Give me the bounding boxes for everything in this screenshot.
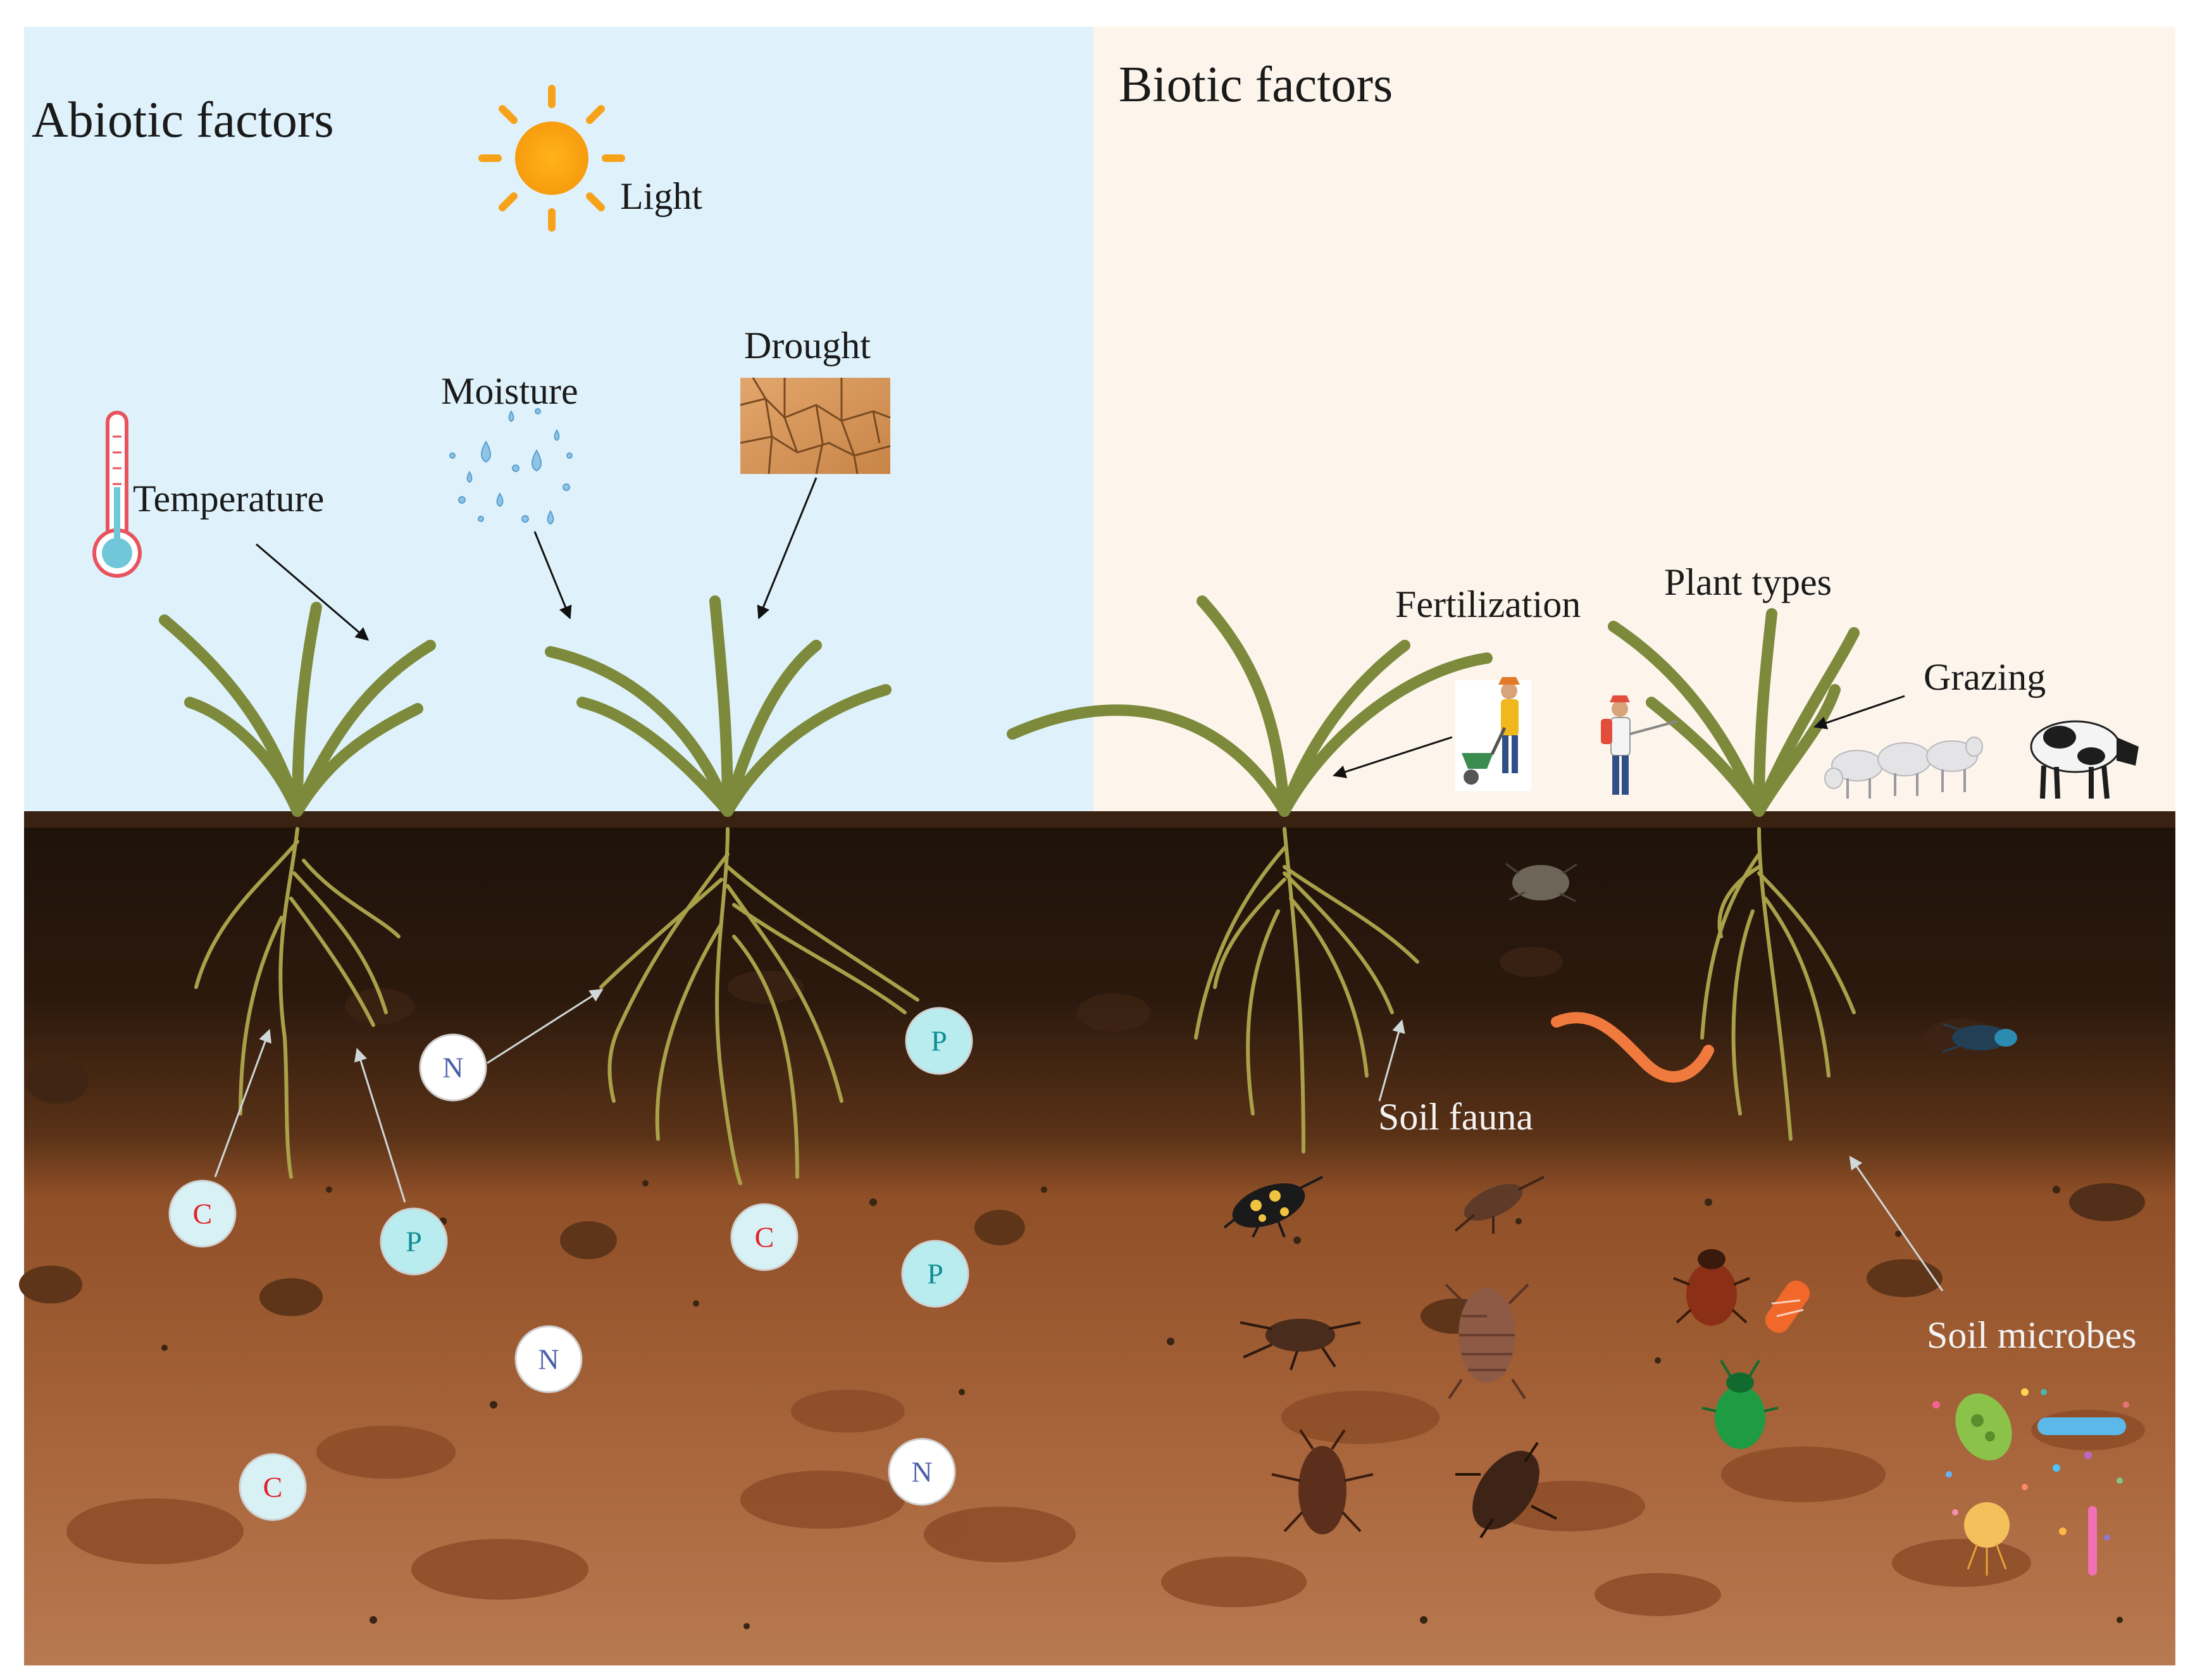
temperature-label: Temperature <box>133 478 324 520</box>
sprayer-person-icon <box>1601 695 1677 795</box>
orange-larva-icon <box>1765 1280 1810 1333</box>
soil-fauna-label: Soil fauna <box>1378 1096 1533 1138</box>
moisture-label: Moisture <box>441 370 578 412</box>
earthworm-icon <box>1551 1012 1714 1083</box>
nutrient-symbol: C <box>193 1198 213 1230</box>
spotted-beetle-icon <box>1223 1176 1323 1238</box>
red-beetle-icon <box>1673 1249 1750 1326</box>
soil-microbes-label: Soil microbes <box>1927 1314 2137 1356</box>
cricket-icon <box>1454 1176 1545 1234</box>
plant-1 <box>159 602 436 817</box>
nutrient-c: C <box>239 1453 307 1521</box>
plant-2 <box>545 595 892 817</box>
nutrient-p: P <box>380 1207 448 1276</box>
fertilization-label: Fertilization <box>1395 583 1581 625</box>
nutrient-n: N <box>514 1325 583 1393</box>
nutrients-layer: N P C P C P N C N <box>168 1007 973 1521</box>
nutrient-symbol: N <box>442 1052 463 1084</box>
nutrient-symbol: N <box>911 1456 932 1488</box>
nutrient-c: C <box>168 1179 237 1248</box>
nutrient-symbol: P <box>406 1226 422 1258</box>
nutrient-symbol: P <box>931 1025 947 1057</box>
arrows-below-ground <box>214 988 1944 1291</box>
grazing-label: Grazing <box>1924 656 2046 698</box>
arrows-above-ground <box>256 477 1905 778</box>
thermometer-icon <box>92 411 142 578</box>
biotic-title: Biotic factors <box>1119 57 1393 113</box>
drought-label: Drought <box>744 325 871 366</box>
soil-profile <box>19 811 2175 1665</box>
plant-types-label: Plant types <box>1664 561 1832 603</box>
plant-3 <box>1007 595 1493 817</box>
cockroach-icon-3 <box>1455 1441 1557 1539</box>
isopod-icon <box>1505 862 1577 902</box>
cockroach-icon-2 <box>1271 1429 1374 1534</box>
blue-beetle-icon <box>1942 1023 2017 1053</box>
nutrient-n: N <box>888 1438 956 1506</box>
nutrient-p: P <box>901 1240 969 1308</box>
nutrient-symbol: C <box>263 1471 283 1503</box>
green-beetle-icon <box>1701 1359 1779 1449</box>
sheep-icon <box>1824 737 1983 799</box>
roots <box>194 827 1856 1185</box>
cockroach-icon-1 <box>1240 1319 1361 1371</box>
drought-icon <box>740 377 891 475</box>
biotic-panel <box>1093 27 2175 811</box>
cow-icon <box>2030 720 2139 799</box>
nutrient-symbol: C <box>755 1221 774 1254</box>
sun-icon <box>478 85 625 232</box>
moisture-icon <box>449 408 573 525</box>
light-label: Light <box>620 175 702 217</box>
farmer-wheelbarrow-icon <box>1455 677 1531 791</box>
nutrient-symbol: N <box>538 1343 559 1376</box>
nutrient-p: P <box>905 1007 973 1075</box>
nutrient-c: C <box>730 1203 799 1271</box>
woodlouse-icon <box>1445 1283 1529 1400</box>
nutrient-n: N <box>419 1033 487 1102</box>
nutrient-symbol: P <box>927 1258 943 1290</box>
plant-4 <box>1608 608 1860 817</box>
abiotic-title: Abiotic factors <box>32 92 334 148</box>
microbes-icon <box>1932 1388 2129 1576</box>
